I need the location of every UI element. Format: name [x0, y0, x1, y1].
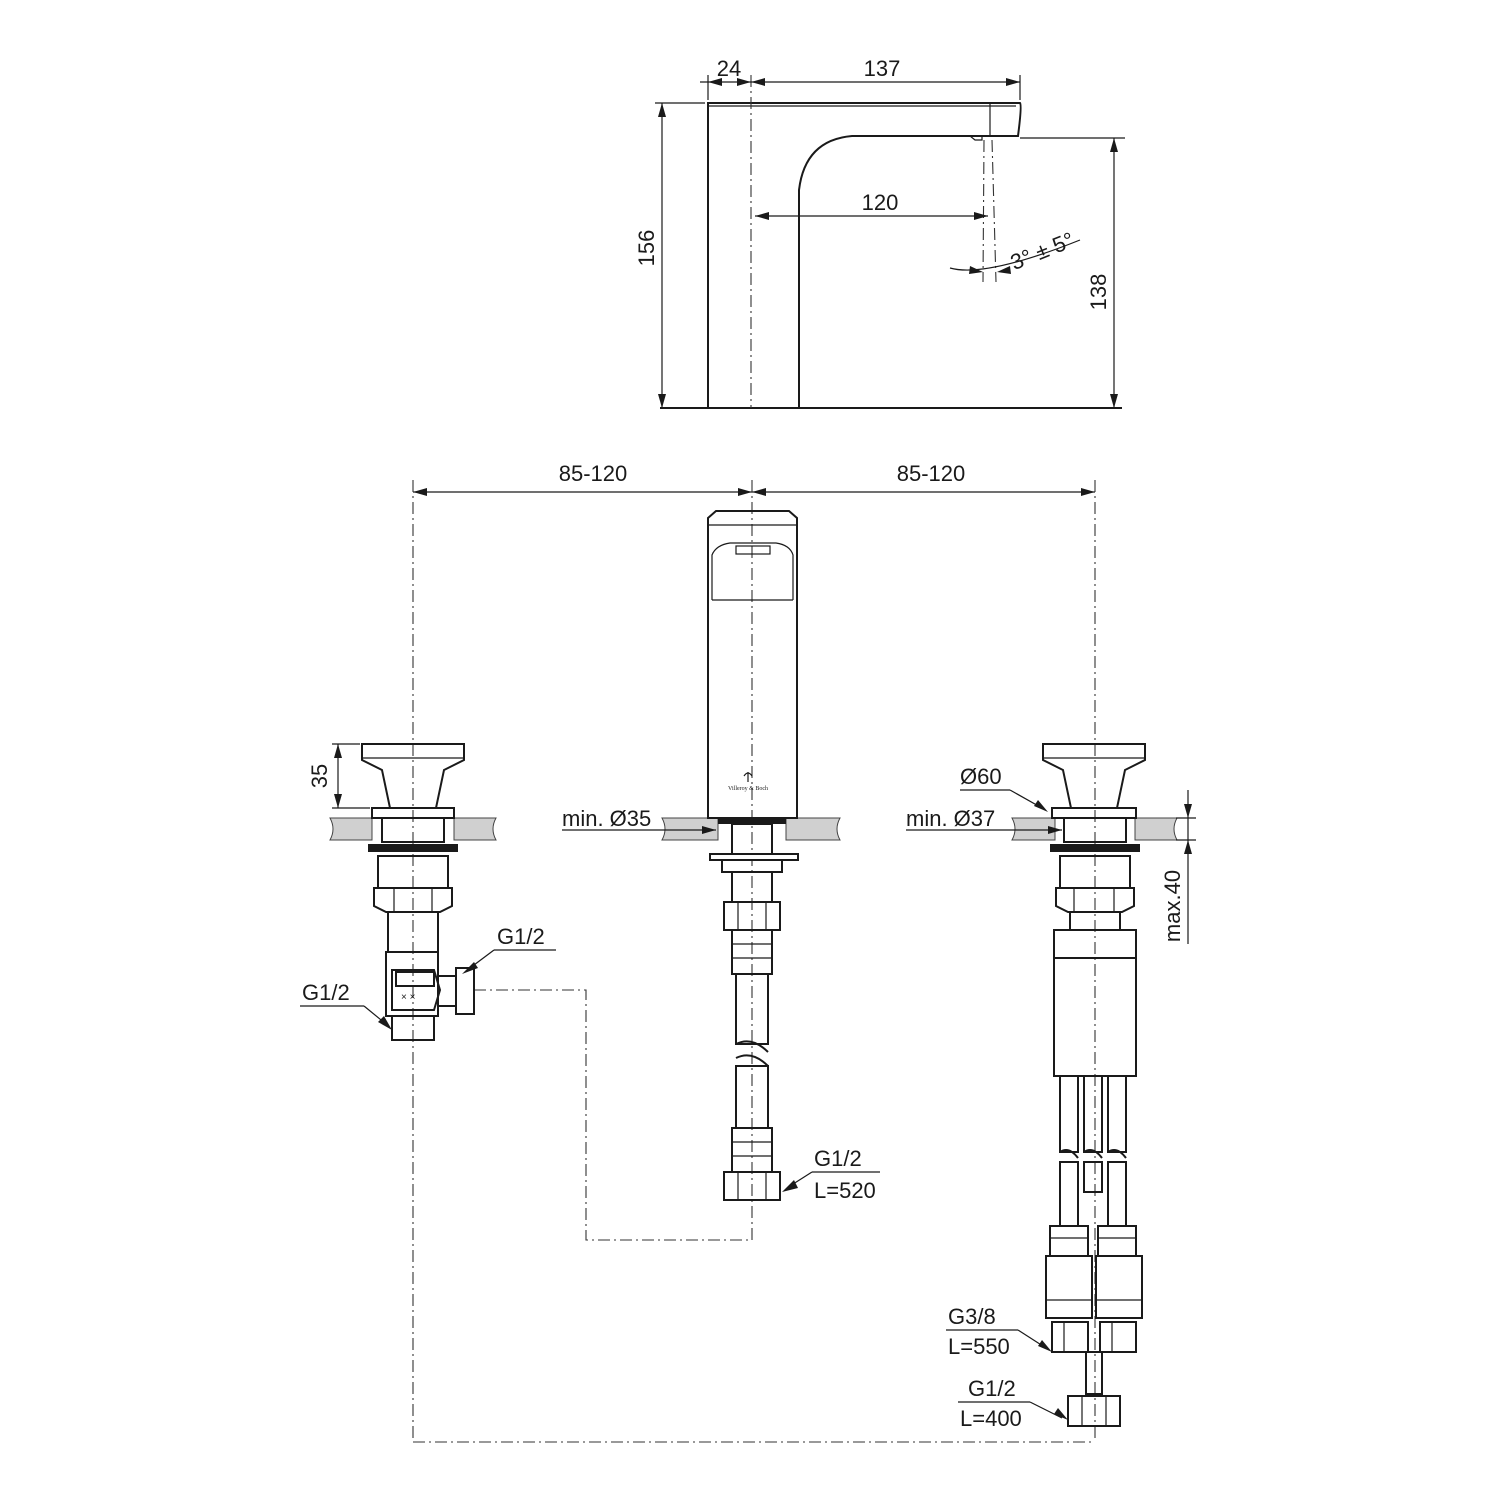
spout-hose-thread-label: G1/2: [814, 1146, 862, 1171]
side-hose-thread-label: G3/8: [948, 1304, 996, 1329]
spacing-right-label: 85-120: [897, 461, 966, 486]
dim-137-label: 137: [864, 56, 901, 81]
deck-surface: [329, 817, 1178, 841]
dim-120-label: 120: [862, 190, 899, 215]
spacing-dimensions: 85-120 85-120: [412, 461, 1096, 1443]
hole-side-label: min. Ø37: [906, 806, 995, 831]
brand-mark-text: Villeroy & Boch: [728, 786, 768, 792]
spacing-left-label: 85-120: [559, 461, 628, 486]
dim-24-label: 24: [717, 56, 741, 81]
valve-body-mark: × ×: [401, 992, 416, 1003]
spout-front-view: Villeroy & Boch min. Ø35: [562, 510, 880, 1203]
left-valve-assembly: × × 35 G1/2 G1/2: [300, 743, 556, 1041]
valve-outlet-thread-label: G1/2: [497, 924, 545, 949]
side-hose-length-label: L=550: [948, 1334, 1010, 1359]
dim-138-label: 138: [1086, 274, 1111, 311]
dim-156-label: 156: [634, 230, 659, 267]
hole-center-label: min. Ø35: [562, 806, 651, 831]
valve-inlet-thread-label: G1/2: [302, 980, 350, 1005]
deck-thickness-label: max.40: [1160, 870, 1185, 942]
right-valve-assembly: Ø60 min. Ø37 max.40 G3/8 L=550 G1/2 L=40…: [906, 743, 1196, 1431]
dim-angle-label: 3° ± 5°: [1007, 227, 1078, 275]
spout-hose-length-label: L=520: [814, 1178, 876, 1203]
side-outlet-length-label: L=400: [960, 1406, 1022, 1431]
spout-side-view: 24 137 120 156 138 3° ± 5°: [634, 56, 1125, 409]
side-outlet-thread-label: G1/2: [968, 1376, 1016, 1401]
dim-35-label: 35: [307, 764, 332, 788]
handle-diameter-label: Ø60: [960, 764, 1002, 789]
